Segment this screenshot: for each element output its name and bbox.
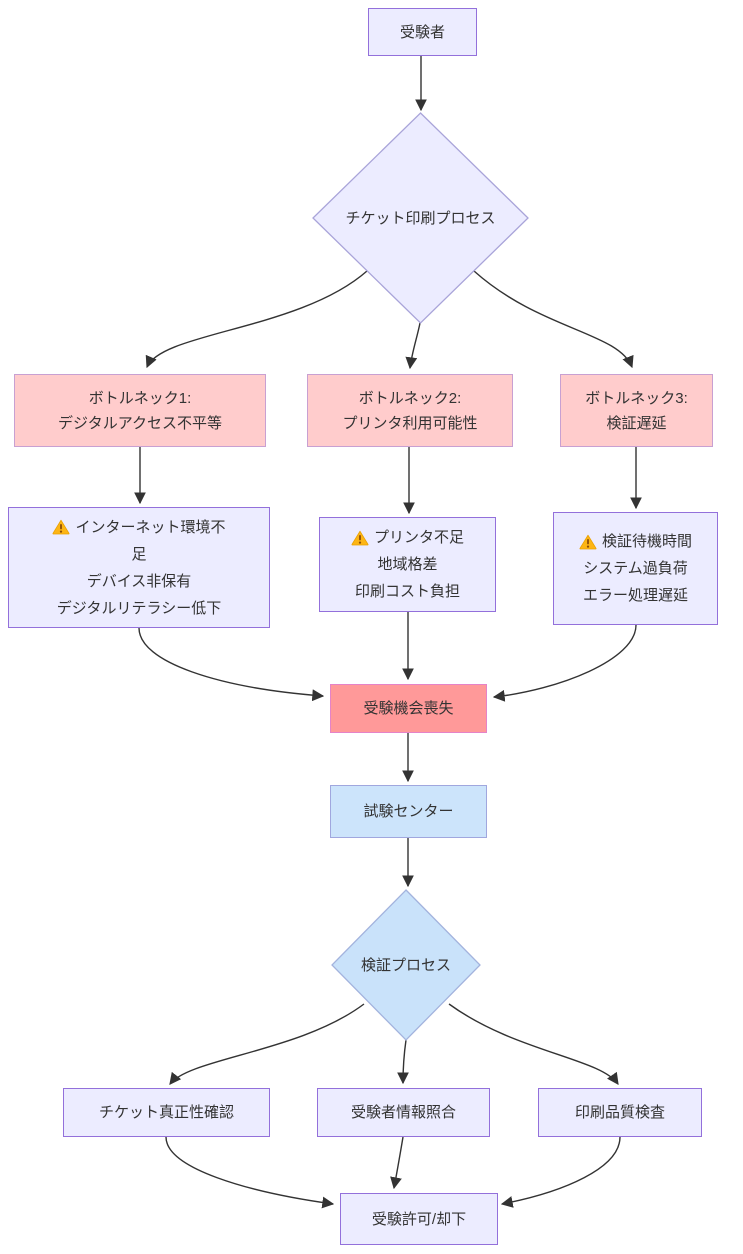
node-issue3-line3: エラー処理遅延: [582, 587, 688, 604]
node-issue3: 検証待機時間 システム過負荷 エラー処理遅延: [553, 512, 718, 625]
node-issue1-line3: デバイス非保有: [86, 572, 192, 590]
node-examinee-info-match-label: 受験者情報照合: [350, 1104, 456, 1121]
node-issue1: インターネット環境不 足 デバイス非保有 デジタルリテラシー低下: [8, 507, 270, 628]
node-issue2-line1: プリンタ不足: [373, 529, 464, 546]
node-issue2-line2: 地域格差: [377, 556, 438, 573]
node-bottleneck3-line2: 検証遅延: [606, 414, 667, 432]
node-opportunity-loss-label: 受験機会喪失: [363, 700, 454, 717]
node-issue3-line1: 検証待機時間: [601, 533, 692, 550]
node-admission-decision-label: 受験許可/却下: [371, 1210, 467, 1228]
node-examinee-label: 受験者: [399, 23, 445, 41]
node-opportunity-loss: 受験機会喪失: [330, 684, 487, 733]
node-issue1-line4: デジタルリテラシー低下: [56, 599, 222, 617]
node-bottleneck3: ボトルネック3: 検証遅延: [560, 374, 713, 447]
node-bottleneck2: ボトルネック2: プリンタ利用可能性: [307, 374, 513, 447]
node-examinee: 受験者: [368, 8, 477, 56]
node-issue1-line2: 足: [131, 545, 147, 563]
node-bottleneck2-line2: プリンタ利用可能性: [342, 414, 478, 432]
decision-diamond-verification: [331, 889, 481, 1041]
node-bottleneck2-line1: ボトルネック2:: [358, 389, 462, 407]
node-admission-decision: 受験許可/却下: [340, 1193, 498, 1245]
node-bottleneck1: ボトルネック1: デジタルアクセス不平等: [14, 374, 266, 447]
node-issue2-line3: 印刷コスト負担: [354, 583, 460, 600]
decision-diamond-ticket-print: [312, 112, 529, 324]
node-print-quality-check-label: 印刷品質検査: [574, 1104, 665, 1121]
node-issue3-line2: システム過負荷: [583, 560, 688, 577]
node-bottleneck1-line1: ボトルネック1:: [88, 389, 192, 407]
node-ticket-authenticity: チケット真正性確認: [63, 1088, 270, 1137]
node-bottleneck1-line2: デジタルアクセス不平等: [58, 414, 222, 432]
warning-icon: [579, 534, 597, 549]
node-issue1-line1: インターネット環境不: [75, 518, 226, 536]
node-print-quality-check: 印刷品質検査: [538, 1088, 702, 1137]
node-test-center-label: 試験センター: [363, 803, 454, 820]
node-test-center: 試験センター: [330, 785, 487, 838]
node-issue2: プリンタ不足 地域格差 印刷コスト負担: [319, 517, 496, 612]
node-examinee-info-match: 受験者情報照合: [317, 1088, 490, 1137]
node-bottleneck3-line1: ボトルネック3:: [585, 389, 688, 407]
warning-icon: [351, 530, 369, 545]
node-ticket-authenticity-label: チケット真正性確認: [98, 1104, 234, 1121]
warning-icon: [53, 519, 70, 535]
